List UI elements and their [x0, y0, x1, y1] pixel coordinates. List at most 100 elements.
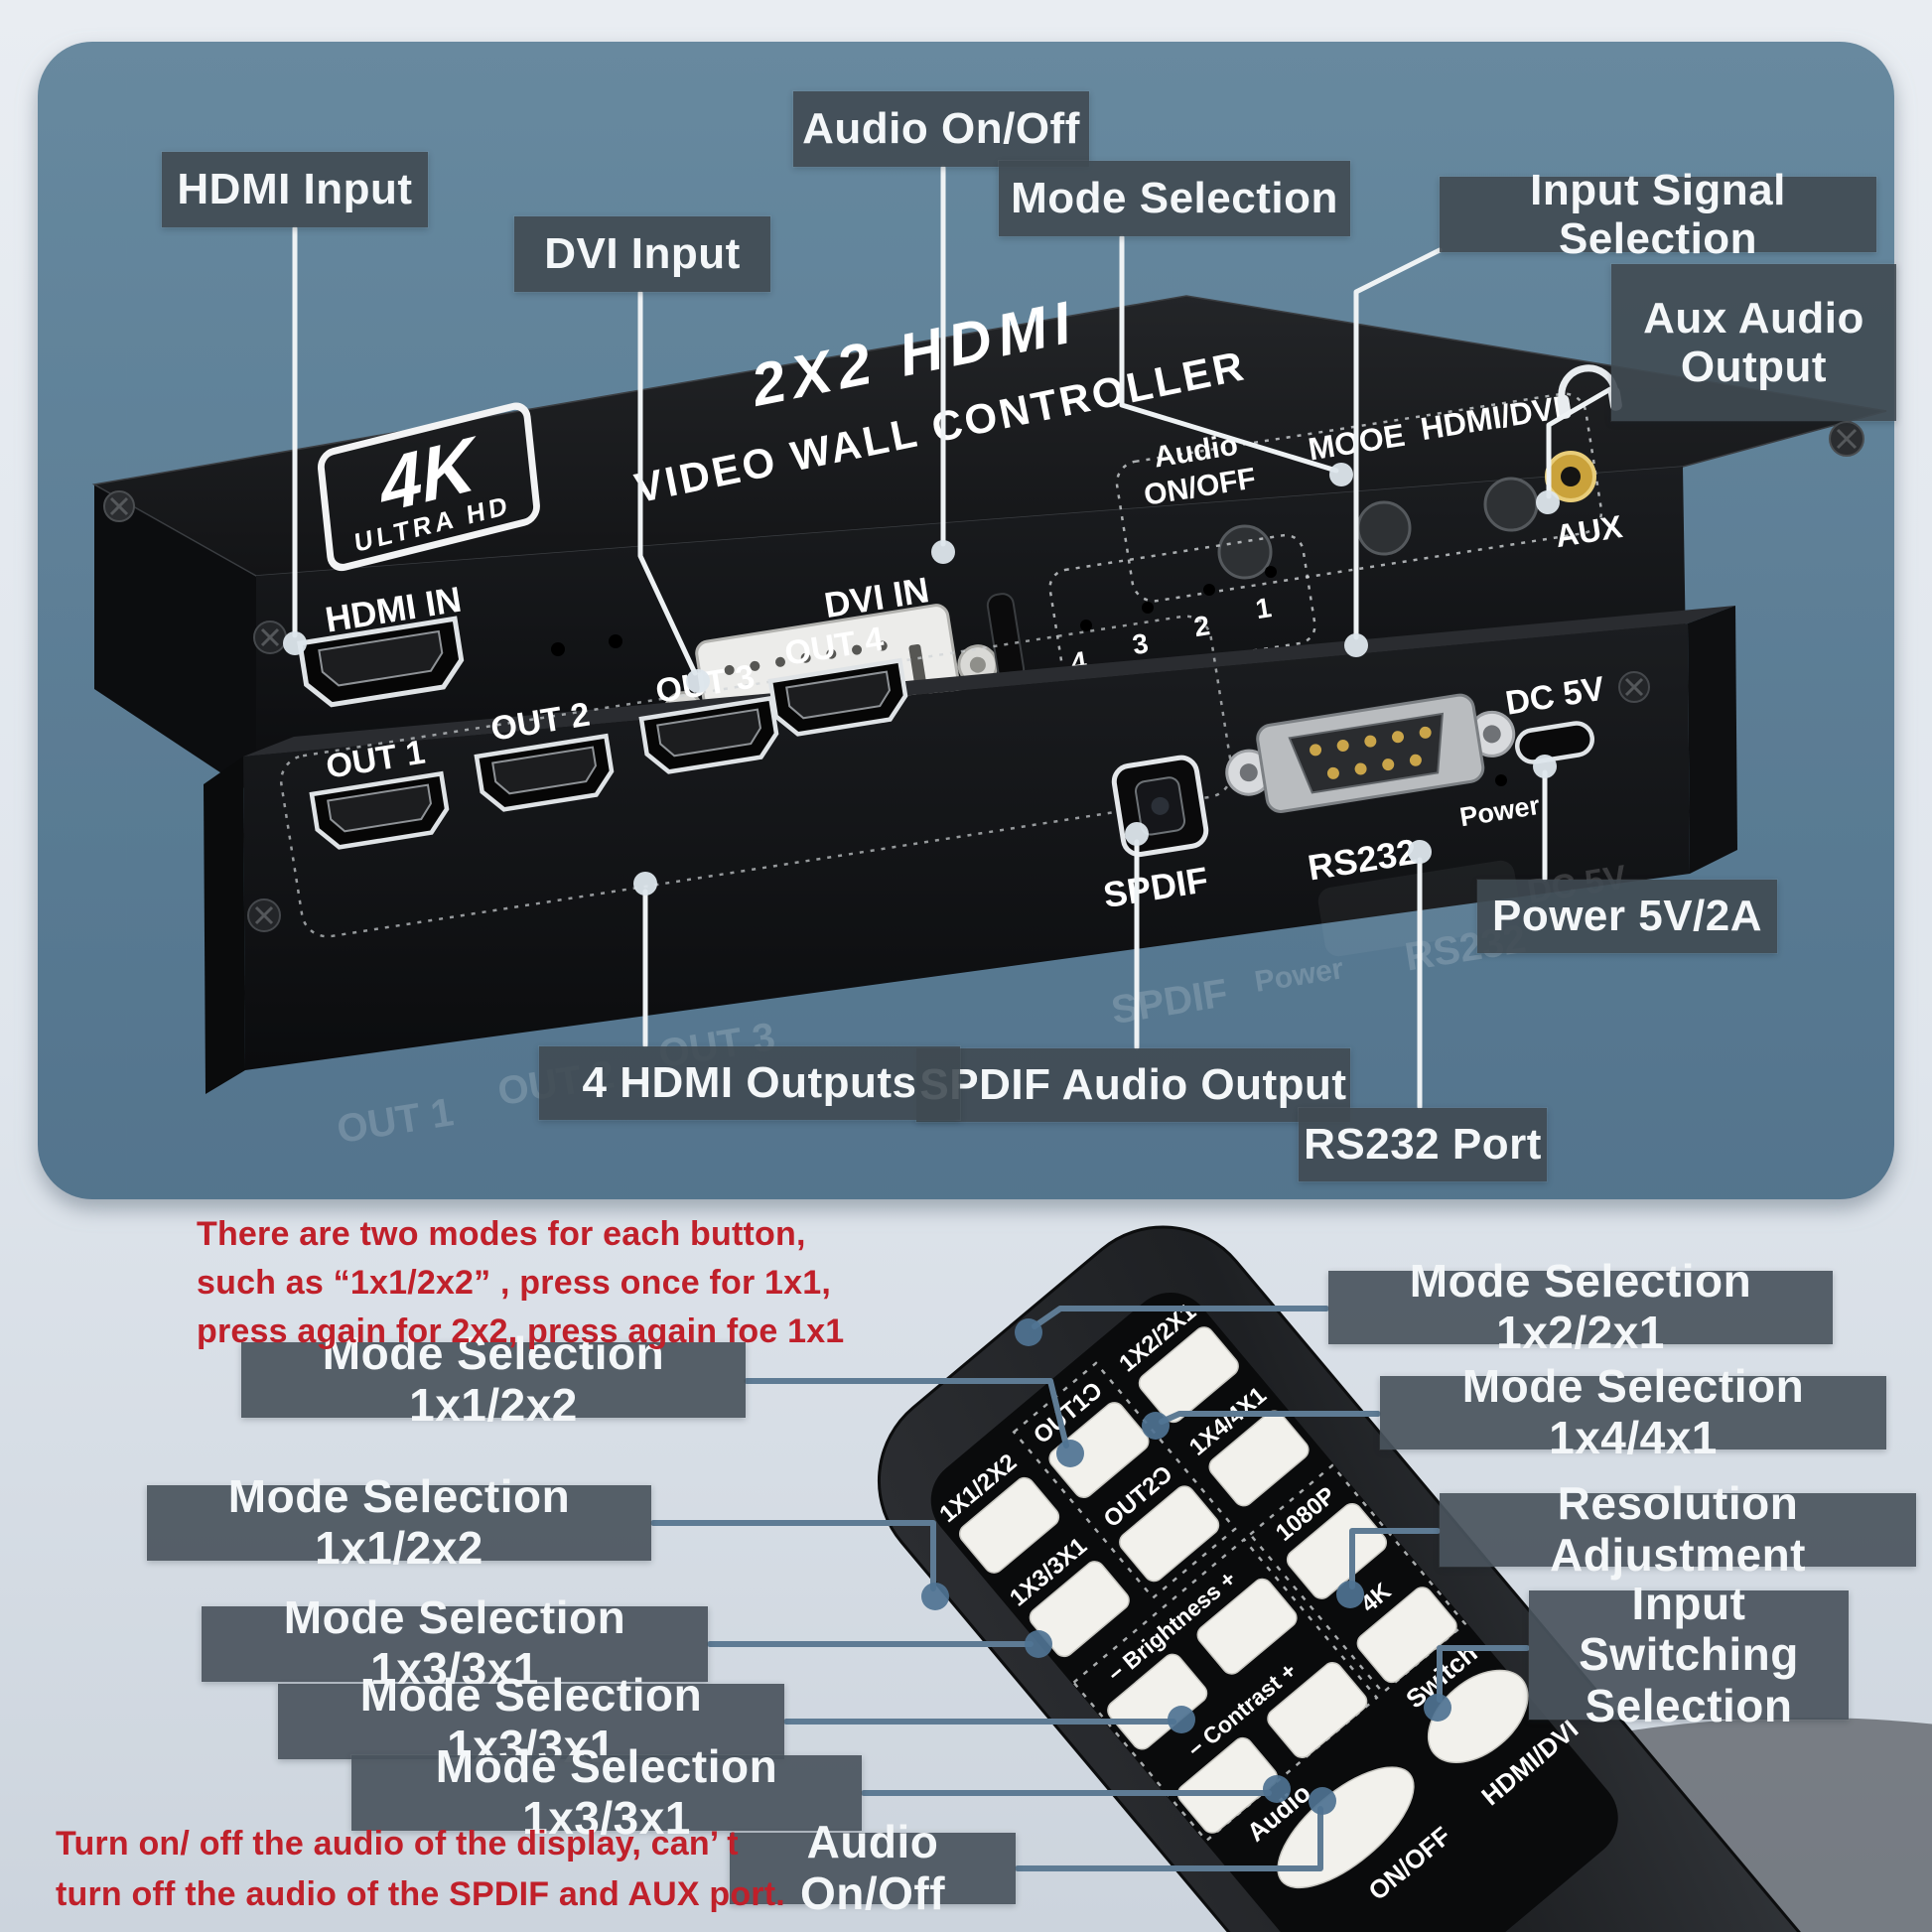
callout-line-mode-selection [1119, 234, 1339, 474]
callout-dot-mode-1x3-b [1168, 1706, 1195, 1733]
callout-dot-rs232-port [1408, 840, 1432, 864]
hdmi-dvi-button [1483, 477, 1539, 532]
callout-dot-mode-1x4 [1142, 1412, 1170, 1440]
callout-dot-mode-1x1-a [1056, 1440, 1084, 1467]
remote-4k-button [1356, 1587, 1457, 1684]
aux-jack-hole [1561, 467, 1581, 486]
note-audio-warning-line1: Turn on/ off the audio of the display, c… [56, 1825, 739, 1863]
power-led-hole [1495, 774, 1507, 786]
callout-hdmi-input: HDMI Input [162, 152, 428, 227]
remote-1080p-button [1286, 1502, 1388, 1599]
callout-dot-power [1533, 755, 1557, 778]
callout-line-aux-audio [1546, 386, 1613, 499]
callout-line-mode-1x2 [1032, 1306, 1329, 1329]
callout-power-5v: Power 5V/2A [1477, 880, 1777, 953]
callout-dot-audio-onoff-top [931, 540, 955, 564]
callout-dot-mode-1x2 [1015, 1318, 1042, 1346]
callout-mode-1x2: Mode Selection 1x2/2x1 [1328, 1256, 1833, 1358]
callout-dot-spdif-output [1125, 822, 1149, 846]
audio-onoff-button [1217, 524, 1273, 580]
remote-contrast-plus-button [1267, 1662, 1368, 1758]
callout-mode-1x1-a: Mode Selection 1x1/2x2 [241, 1328, 746, 1431]
callout-line-input-signal [1353, 247, 1443, 640]
remote-brightness-plus-button [1196, 1578, 1298, 1675]
callout-mode-1x3-c: Mode Selection 1x3/3x1 [351, 1741, 862, 1844]
note-two-modes-line3: press again for 2x2, press again foe 1x1 [197, 1312, 845, 1350]
mode-button [1356, 500, 1412, 556]
note-two-modes-line2: such as “1x1/2x2” , press once for 1x1, [197, 1264, 832, 1302]
callout-input-switching-selection: Input Switching Selection [1529, 1578, 1849, 1731]
callout-line-input-switching [1437, 1645, 1530, 1703]
hdmi-in-port [297, 616, 465, 708]
screw-top-left [103, 490, 135, 522]
callout-dot-mode-1x3-c [1263, 1775, 1291, 1803]
out1-port [309, 770, 450, 850]
callout-mode-1x3-a: Mode Selection 1x3/3x1 [202, 1592, 708, 1695]
callout-mode-1x4: Mode Selection 1x4/4x1 [1380, 1361, 1886, 1463]
led-2 [1203, 584, 1215, 596]
callout-audio-onoff-bottom: Audio On/Off [730, 1817, 1016, 1919]
callout-rs232-port: RS232 Port [1299, 1108, 1547, 1181]
remote-1x2-2x1-button [1138, 1326, 1239, 1424]
out4-port [767, 657, 908, 737]
callout-dot-input-switching [1424, 1694, 1451, 1722]
callout-resolution-adjustment: Resolution Adjustment [1440, 1478, 1916, 1581]
screw-lower-right [1618, 671, 1650, 703]
callout-dot-mode-selection [1329, 463, 1353, 486]
led-1 [1265, 566, 1277, 578]
spdif-port [1111, 755, 1209, 858]
remote-1x4-4x1-button [1208, 1410, 1310, 1507]
screw-lower-left [247, 898, 281, 932]
out3-port [638, 695, 779, 774]
upper-unit-top-face [91, 295, 1887, 577]
rs232-connector [1225, 693, 1516, 813]
led-2-label: 2 [1191, 610, 1211, 642]
remote-out1-button [1048, 1402, 1150, 1498]
front-hole-2 [609, 634, 622, 648]
callout-line-mode-1x1-a [744, 1378, 1069, 1449]
callout-dot-input-signal [1344, 633, 1368, 657]
callout-spdif-audio-output: SPDIF Audio Output [916, 1048, 1350, 1122]
screw-top-right [1829, 421, 1864, 457]
led-4 [1080, 620, 1092, 631]
callout-dot-resolution [1336, 1581, 1364, 1608]
callout-mode-1x3-b: Mode Selection 1x3/3x1 [278, 1670, 784, 1772]
callout-dot-audio-onoff-bottom [1309, 1787, 1336, 1815]
note-audio-warning-line2: turn off the audio of the SPDIF and AUX … [56, 1875, 785, 1913]
callout-dot-mode-1x1-b [921, 1583, 949, 1610]
callout-dot-mode-1x3-a [1025, 1630, 1052, 1658]
button-cluster-outline [1115, 392, 1603, 603]
led-3 [1142, 602, 1154, 614]
note-two-modes: There are two modes for each button, suc… [197, 1215, 844, 1351]
callout-dot-dvi-input [686, 669, 710, 693]
callout-dot-hdmi-input [283, 631, 307, 655]
screw-front-left [253, 621, 287, 654]
remote-out2-button [1119, 1485, 1220, 1583]
remote-1x1-2x2-button [959, 1476, 1060, 1574]
callout-mode-1x1-b: Mode Selection 1x1/2x2 [147, 1471, 651, 1574]
lower-unit-left-face [204, 757, 245, 1094]
out2-port [474, 733, 615, 812]
callout-line-audio-onoff-bottom [1015, 1806, 1323, 1871]
callout-input-signal-selection: Input Signal Selection [1440, 166, 1876, 263]
note-two-modes-line1: There are two modes for each button, [197, 1215, 806, 1253]
callout-4-hdmi-outputs: 4 HDMI Outputs [539, 1046, 960, 1120]
led-3-label: 3 [1130, 627, 1150, 660]
remote-hdmi-dvi-button [1427, 1669, 1529, 1763]
remote-contrast-minus-button [1176, 1736, 1278, 1834]
callout-dot-aux-audio [1536, 490, 1560, 514]
remote-brightness-contrast-outline [1071, 1537, 1379, 1843]
callout-dvi-input: DVI Input [514, 216, 770, 292]
front-hole-1 [551, 642, 565, 656]
out-ports-outline [279, 615, 1234, 938]
led-1-label: 1 [1253, 592, 1273, 624]
callout-audio-onoff-top: Audio On/Off [793, 91, 1089, 167]
callout-dot-hdmi-outputs [633, 872, 657, 896]
lower-unit-right-face [1688, 606, 1737, 874]
remote-resolution-outline [1248, 1463, 1467, 1695]
dc5v-port [1515, 721, 1594, 764]
upper-unit-left-face [94, 484, 256, 796]
callout-line-mode-1x1-b [650, 1520, 936, 1591]
